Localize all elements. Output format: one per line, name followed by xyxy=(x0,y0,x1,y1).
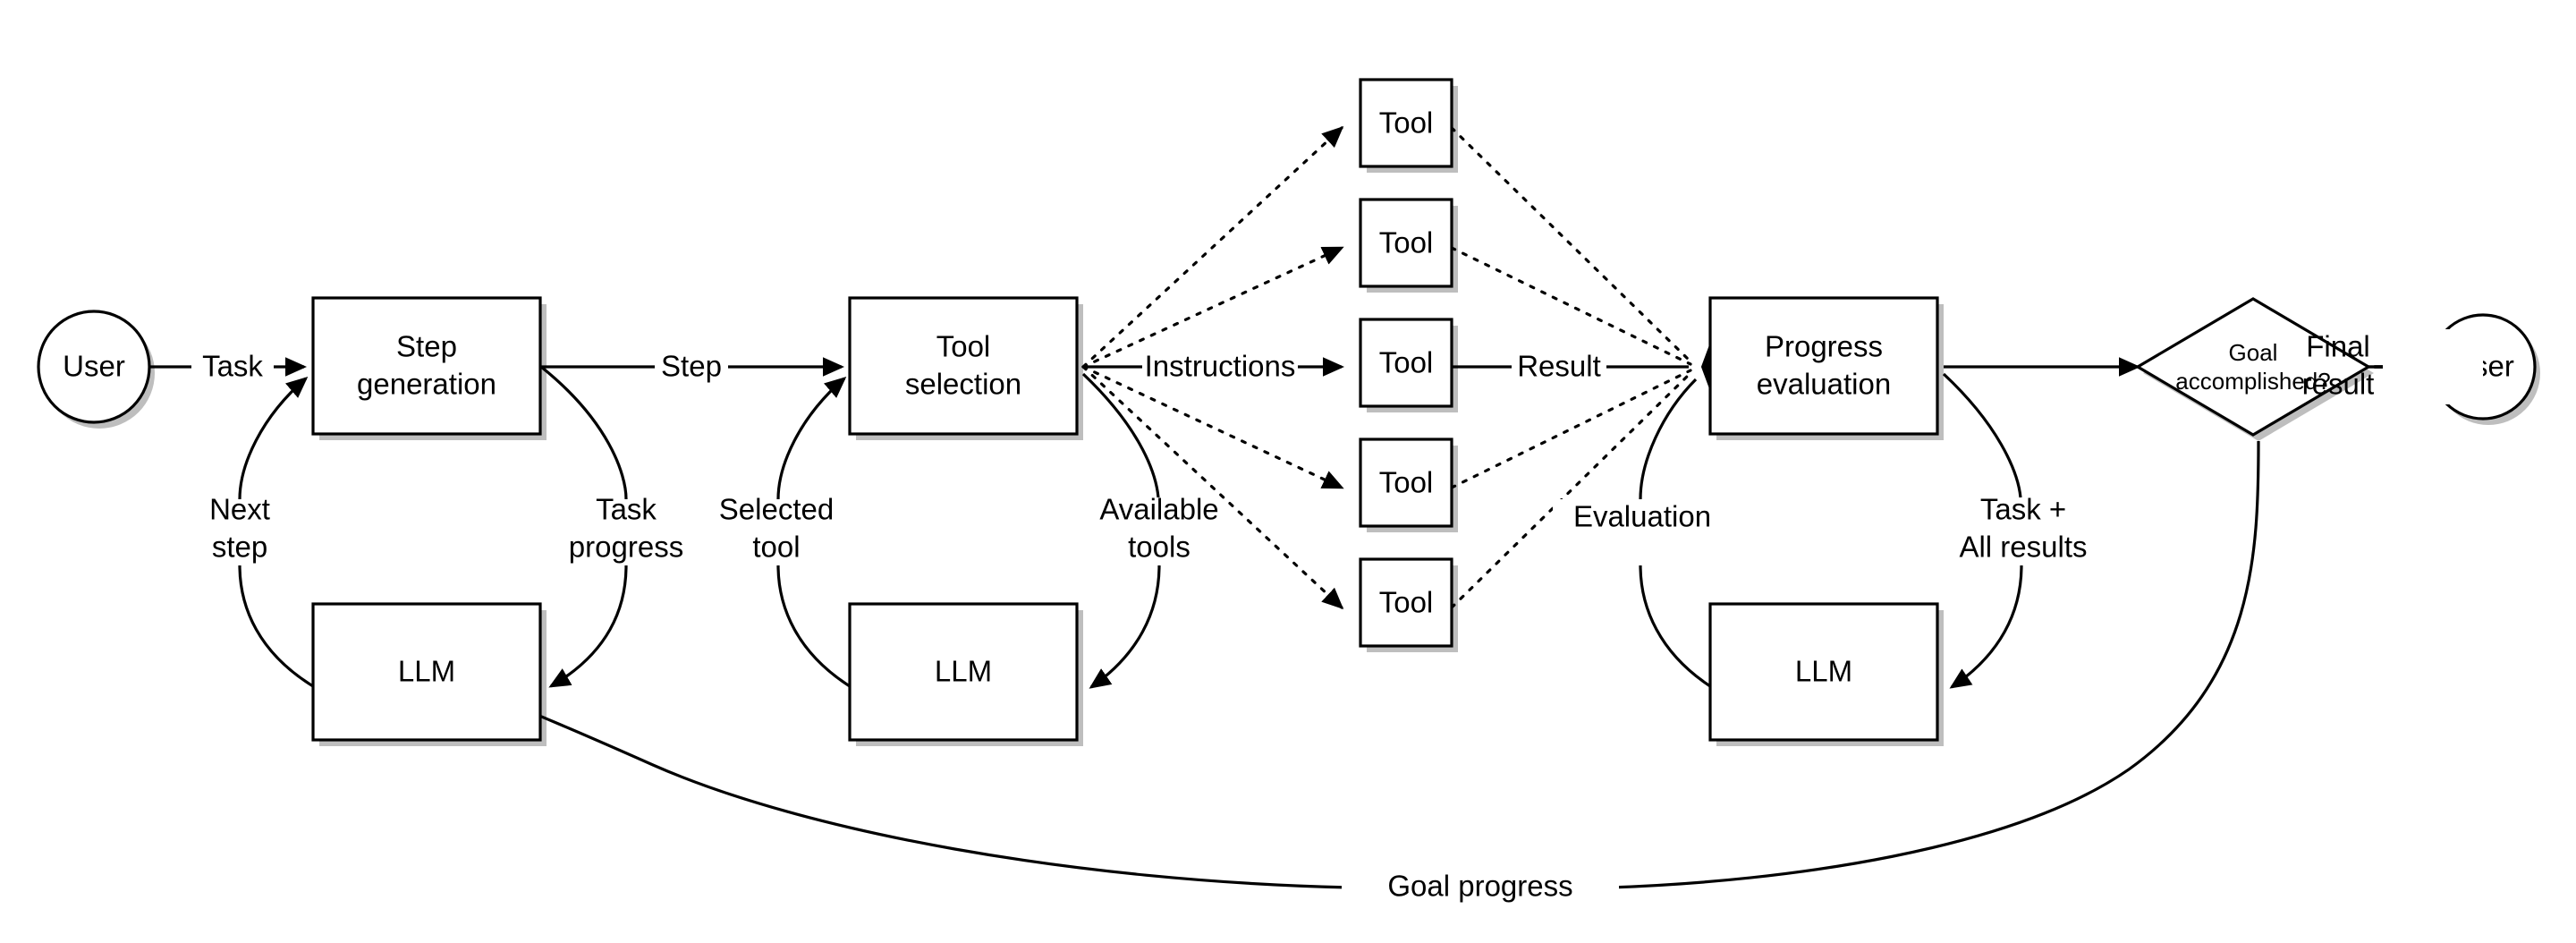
tool-2-label: Tool xyxy=(1379,226,1434,259)
edge-toolsel-to-tool-4 xyxy=(1081,365,1344,489)
tool-3-rect xyxy=(1359,318,1453,408)
llm-progress-label: LLM xyxy=(1795,655,1852,688)
node-layer: User Step generation LLM Tool selection … xyxy=(37,78,2537,742)
node-llm-tool[interactable]: LLM xyxy=(848,602,1079,742)
edge-task-progress-lower xyxy=(548,565,628,688)
llm-tool-rect xyxy=(848,602,1079,742)
llm-progress-rect xyxy=(1708,602,1939,742)
node-tool-selection[interactable]: Tool selection xyxy=(848,296,1079,436)
edge-toolsel-to-tool-1 xyxy=(1081,125,1344,369)
edge-label-selected-tool-line1: Selected xyxy=(719,493,834,526)
edge-label-next-step: Next step xyxy=(209,493,270,564)
tool-selection-label-line1: Tool xyxy=(936,330,991,363)
tool-5-rect xyxy=(1359,557,1453,648)
user-start-ellipse xyxy=(37,310,151,424)
edge-label-task-all-results: Task + All results xyxy=(1959,493,2087,564)
tool-1-rect xyxy=(1359,78,1453,168)
edge-label-step-text: Step xyxy=(661,350,722,383)
edge-label-task: Task xyxy=(191,349,274,387)
edge-toolsel-to-tool-5 xyxy=(1081,365,1344,610)
node-tool-4[interactable]: Tool xyxy=(1359,438,1453,528)
progress-evaluation-rect xyxy=(1708,296,1939,436)
edge-label-next-step-line1: Next xyxy=(209,493,270,526)
edge-task-all-results-upper xyxy=(1942,372,2022,498)
tool-selection-rect xyxy=(848,296,1079,436)
tool-5-label: Tool xyxy=(1379,586,1434,619)
edge-label-available-tools: Available tools xyxy=(1099,493,1218,564)
edge-label-step: Step xyxy=(655,349,728,387)
edge-label-task-progress-line1: Task xyxy=(596,493,657,526)
edge-label-evaluation: Evaluation xyxy=(1553,499,1732,537)
decision-diamond xyxy=(2134,297,2372,437)
edge-label-task-progress-line2: progress xyxy=(569,531,683,564)
edge-tool-4-to-merge xyxy=(1450,369,1692,489)
edge-label-final-result: Final result xyxy=(2302,329,2483,404)
node-llm-progress[interactable]: LLM xyxy=(1708,602,1939,742)
edge-label-final-result-line1: Final xyxy=(2306,330,2370,363)
edge-label-evaluation-text: Evaluation xyxy=(1573,500,1711,533)
node-tool-2[interactable]: Tool xyxy=(1359,198,1453,288)
edge-label-available-tools-line1: Available xyxy=(1099,493,1218,526)
llm-step-rect xyxy=(311,602,542,742)
node-tool-3[interactable]: Tool xyxy=(1359,318,1453,408)
edge-label-task-progress: Task progress xyxy=(569,493,683,564)
edge-label-task-text: Task xyxy=(202,350,263,383)
step-generation-label-line1: Step xyxy=(396,330,457,363)
edge-tool-1-to-merge xyxy=(1450,126,1692,363)
tool-4-rect xyxy=(1359,438,1453,528)
tool-selection-label-line2: selection xyxy=(905,368,1021,401)
edge-task-all-results-lower xyxy=(1949,565,2023,689)
edge-selected-tool-upper xyxy=(776,377,847,500)
edge-label-next-step-line2: step xyxy=(212,531,267,564)
edge-evaluation-lower xyxy=(1639,565,1711,688)
step-generation-rect xyxy=(311,296,542,436)
decision-label-line1: Goal xyxy=(2229,339,2278,366)
decision-label-line2: accomplished? xyxy=(2175,368,2330,395)
node-tool-1[interactable]: Tool xyxy=(1359,78,1453,168)
node-decision[interactable]: Goal accomplished? xyxy=(2134,297,2372,437)
progress-evaluation-label-line1: Progress xyxy=(1765,330,1883,363)
edge-label-instructions-text: Instructions xyxy=(1145,350,1296,383)
tool-3-label: Tool xyxy=(1379,346,1434,379)
edge-selected-tool-lower xyxy=(776,565,851,688)
edge-available-tools-upper xyxy=(1081,372,1160,498)
edge-goal-progress-left xyxy=(503,699,1352,889)
edge-task-progress-upper xyxy=(540,365,628,500)
edge-label-task-all-results-line2: All results xyxy=(1959,531,2087,564)
edge-label-layer: Task Step Instructions Result Final resu… xyxy=(191,329,2483,907)
node-tool-5[interactable]: Tool xyxy=(1359,557,1453,648)
step-generation-label-line2: generation xyxy=(357,368,496,401)
edge-label-result-text: Result xyxy=(1517,350,1601,383)
tool-2-rect xyxy=(1359,198,1453,288)
edge-tool-2-to-merge xyxy=(1450,246,1692,366)
edge-label-goal-progress-text: Goal progress xyxy=(1387,870,1572,903)
user-start-label: User xyxy=(63,350,125,383)
edge-label-final-result-line2: result xyxy=(2302,368,2375,401)
edge-available-tools-lower xyxy=(1089,565,1161,689)
edge-tool-5-to-merge xyxy=(1450,371,1692,609)
node-step-generation[interactable]: Step generation xyxy=(311,296,542,436)
edge-label-result: Result xyxy=(1512,349,1606,387)
edge-label-selected-tool: Selected tool xyxy=(719,493,834,564)
edge-label-available-tools-line2: tools xyxy=(1128,531,1191,564)
tool-1-label: Tool xyxy=(1379,106,1434,140)
progress-evaluation-label-line2: evaluation xyxy=(1757,368,1891,401)
edge-label-task-all-results-line1: Task + xyxy=(1980,493,2066,526)
edge-next-step-lower xyxy=(238,565,314,688)
node-llm-step[interactable]: LLM xyxy=(311,602,542,742)
edge-next-step-upper xyxy=(238,377,309,500)
edge-label-selected-tool-line2: tool xyxy=(752,531,800,564)
edge-toolsel-to-tool-2 xyxy=(1081,246,1344,369)
llm-tool-label: LLM xyxy=(935,655,992,688)
edge-layer xyxy=(149,125,2504,889)
edge-label-instructions: Instructions xyxy=(1142,349,1298,387)
edge-evaluation-upper xyxy=(1639,378,1698,500)
node-user-start[interactable]: User xyxy=(37,310,151,424)
node-progress-evaluation[interactable]: Progress evaluation xyxy=(1708,296,1939,436)
edge-goal-progress-right xyxy=(1609,440,2260,889)
edge-label-goal-progress: Goal progress xyxy=(1342,868,1619,907)
llm-step-label: LLM xyxy=(398,655,455,688)
tool-4-label: Tool xyxy=(1379,466,1434,499)
